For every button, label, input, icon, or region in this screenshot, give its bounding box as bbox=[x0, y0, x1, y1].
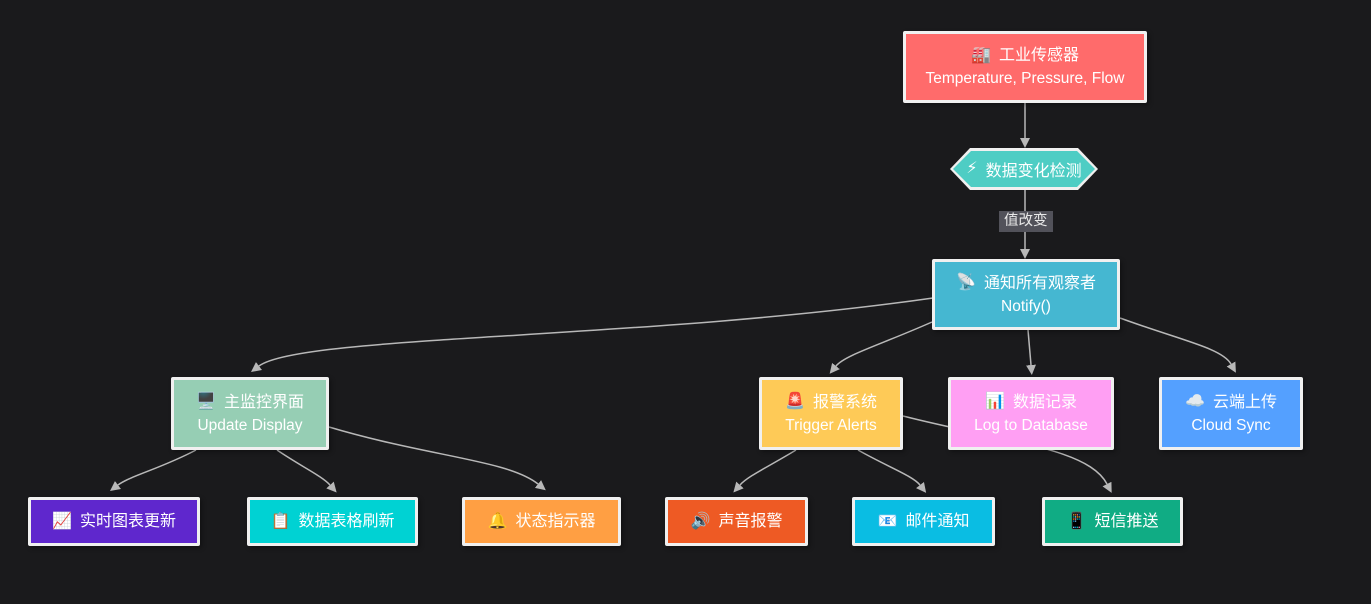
node-data-logging: 📊 数据记录 Log to Database bbox=[948, 377, 1114, 450]
node-sms-push: 📱 短信推送 bbox=[1042, 497, 1183, 546]
edge-alerts-email bbox=[857, 449, 927, 493]
cloud-icon: ☁️ bbox=[1185, 393, 1205, 410]
node-subtitle: Trigger Alerts bbox=[785, 416, 877, 434]
speaker-icon: 🔊 bbox=[690, 512, 711, 530]
node-sound-alarm: 🔊 声音报警 bbox=[665, 497, 808, 546]
node-data-table-refresh: 📋 数据表格刷新 bbox=[247, 497, 418, 546]
node-title: 主监控界面 bbox=[223, 393, 304, 411]
lightning-icon: ⚡ bbox=[966, 160, 978, 177]
node-cloud-upload: ☁️ 云端上传 Cloud Sync bbox=[1159, 377, 1303, 450]
edge-display-status bbox=[328, 426, 546, 491]
edge-label-value-changed: 值改变 bbox=[999, 211, 1053, 232]
factory-icon: 🏭 bbox=[971, 46, 991, 64]
clipboard-icon: 📋 bbox=[270, 512, 291, 530]
edge-notify-display bbox=[250, 297, 934, 372]
line-chart-icon: 📈 bbox=[52, 512, 72, 530]
node-title: 云端上传 bbox=[1212, 393, 1277, 411]
edge-alerts-sound bbox=[733, 449, 797, 493]
node-title: 工业传感器 bbox=[998, 47, 1079, 64]
node-alarm-system: 🚨 报警系统 Trigger Alerts bbox=[759, 377, 903, 450]
node-main-monitor-ui: 🖥️ 主监控界面 Update Display bbox=[171, 377, 329, 450]
bell-icon: 🔔 bbox=[487, 512, 508, 530]
edge-notify-log bbox=[1026, 329, 1036, 375]
node-status-indicator: 🔔 状态指示器 bbox=[462, 497, 621, 546]
node-title: 实时图表更新 bbox=[79, 513, 176, 530]
node-subtitle: Notify() bbox=[1001, 297, 1051, 315]
node-title: 通知所有观察者 bbox=[983, 274, 1096, 292]
edge-notify-cloud bbox=[1119, 317, 1236, 373]
node-title: 数据表格刷新 bbox=[298, 513, 395, 530]
mobile-phone-icon: 📱 bbox=[1066, 512, 1087, 530]
node-title: 声音报警 bbox=[718, 513, 783, 530]
edge-display-table bbox=[276, 449, 337, 493]
email-icon: 📧 bbox=[877, 512, 898, 530]
node-title: 邮件通知 bbox=[905, 513, 970, 530]
node-subtitle: Cloud Sync bbox=[1191, 416, 1271, 434]
desktop-monitor-icon: 🖥️ bbox=[196, 393, 216, 410]
edge-notify-alerts bbox=[829, 321, 933, 374]
edge-display-chart bbox=[109, 449, 197, 491]
node-subtitle: Update Display bbox=[197, 416, 303, 434]
node-realtime-chart-update: 📈 实时图表更新 bbox=[28, 497, 200, 546]
siren-icon: 🚨 bbox=[785, 393, 805, 410]
node-subtitle: Log to Database bbox=[974, 416, 1088, 434]
node-title: 状态指示器 bbox=[515, 513, 596, 530]
node-email-notification: 📧 邮件通知 bbox=[852, 497, 995, 546]
node-notify-observers: 📡 通知所有观察者 Notify() bbox=[932, 259, 1120, 330]
bar-chart-icon: 📊 bbox=[985, 393, 1005, 410]
node-title: 数据变化检测 bbox=[985, 163, 1082, 180]
node-industrial-sensor: 🏭 工业传感器 Temperature, Pressure, Flow bbox=[903, 31, 1147, 103]
node-title: 报警系统 bbox=[812, 393, 877, 411]
node-title: 短信推送 bbox=[1094, 513, 1159, 530]
node-subtitle: Temperature, Pressure, Flow bbox=[925, 70, 1125, 87]
node-title: 数据记录 bbox=[1012, 393, 1077, 411]
satellite-antenna-icon: 📡 bbox=[956, 274, 976, 291]
node-data-change-detection: ⚡ 数据变化检测 bbox=[950, 148, 1098, 190]
